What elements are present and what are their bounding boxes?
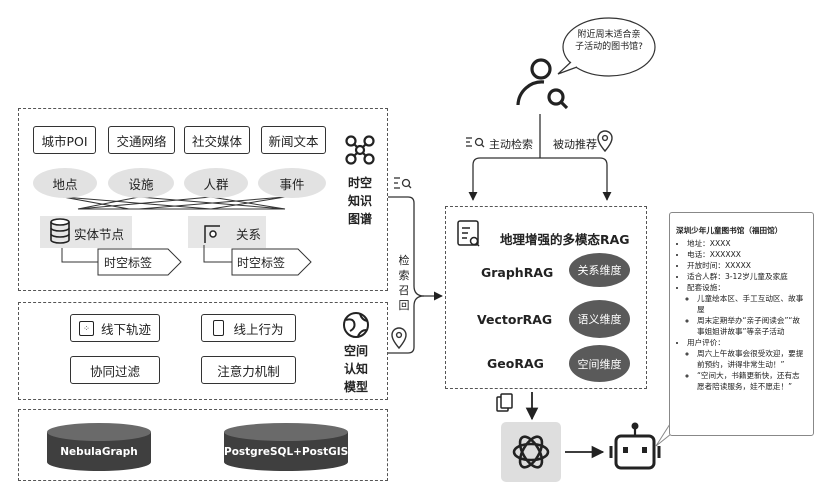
kg-panel bbox=[18, 108, 388, 291]
relation-label: 关系 bbox=[236, 227, 262, 242]
result-title: 深圳少年儿童图书馆（福田馆） bbox=[676, 226, 783, 235]
graphrag-label: GraphRAG bbox=[481, 265, 554, 280]
copy-icon bbox=[496, 393, 513, 412]
postgres-postgis-label: PostgreSQL+PostGIS bbox=[224, 446, 349, 458]
entity-facility: 设施 bbox=[108, 168, 174, 198]
entity-place: 地点 bbox=[33, 168, 97, 198]
globe-icon bbox=[343, 312, 369, 338]
semantic-dimension: 语义维度 bbox=[569, 300, 630, 338]
source-traffic-network: 交通网络 bbox=[108, 126, 175, 154]
phone-icon bbox=[213, 320, 225, 336]
search-list-icon-2 bbox=[394, 177, 412, 189]
document-search-icon bbox=[457, 220, 480, 247]
query-bubble-text: 附近周末适合亲子活动的图书馆? bbox=[575, 30, 643, 52]
robot-icon bbox=[609, 422, 661, 470]
network-icon bbox=[345, 135, 375, 165]
nebula-db-shape bbox=[47, 423, 151, 471]
result-audience: 适合人群：3-12岁儿童及家庭 bbox=[687, 271, 807, 282]
online-behavior: 线上行为 bbox=[201, 314, 296, 342]
result-phone: 电话：XXXXXX bbox=[687, 249, 807, 260]
source-city-poi: 城市POI bbox=[33, 126, 96, 154]
source-social-media: 社交媒体 bbox=[184, 126, 250, 154]
user-search-icon bbox=[516, 58, 569, 110]
map-icon: ⁘ bbox=[78, 320, 94, 336]
retrieve-recall-label: 检索召回 bbox=[398, 254, 410, 312]
entity-event: 事件 bbox=[258, 168, 326, 198]
spacetime-tag-shape-2 bbox=[231, 248, 312, 276]
kg-title: 时空知识图谱 bbox=[347, 176, 372, 226]
nebula-graph-label: NebulaGraph bbox=[60, 446, 138, 458]
georag-label: GeoRAG bbox=[487, 356, 544, 371]
llm-box bbox=[501, 422, 561, 482]
cognition-title: 空间认知模型 bbox=[343, 344, 368, 394]
review-item: 周六上午故事会很受欢迎，要提前预约，讲得非常生动！” bbox=[697, 348, 807, 370]
cognition-panel bbox=[18, 302, 388, 400]
review-item: “空间大，书籍更新快，还有志愿者陪读服务，娃不愿走！” bbox=[697, 370, 807, 392]
result-facilities: 配套设施： 儿童绘本区、手工互动区、故事屋 周末定期举办“亲子阅读会”“故事姐姐… bbox=[687, 282, 807, 337]
spacetime-tag-2: 时空标签 bbox=[237, 256, 286, 270]
spatial-dimension: 空间维度 bbox=[569, 345, 630, 382]
spacetime-tag-shape-1 bbox=[97, 248, 182, 276]
entity-node-label: 实体节点 bbox=[74, 227, 125, 242]
result-card: 深圳少年儿童图书馆（福田馆） 地址：XXXX 电话：XXXXXX 开放时间：XX… bbox=[669, 212, 814, 436]
attention-mechanism: 注意力机制 bbox=[201, 356, 296, 384]
location-pin-icon-2 bbox=[391, 327, 407, 350]
result-hours: 开放时间：XXXXX bbox=[687, 260, 807, 271]
result-address: 地址：XXXX bbox=[687, 238, 807, 249]
postgres-db-shape bbox=[224, 423, 348, 471]
vectorrag-label: VectorRAG bbox=[477, 312, 553, 327]
active-search-label: 主动检索 bbox=[489, 138, 533, 151]
kg-relation-lines bbox=[62, 196, 286, 210]
entity-crowd: 人群 bbox=[184, 168, 248, 198]
source-news-text: 新闻文本 bbox=[261, 126, 326, 154]
collaborative-filtering: 协同过滤 bbox=[70, 356, 160, 384]
passive-recommend-label: 被动推荐 bbox=[553, 138, 597, 151]
facility-item: 周末定期举办“亲子阅读会”“故事姐姐讲故事”等亲子活动 bbox=[697, 315, 807, 337]
relation-dimension: 关系维度 bbox=[569, 253, 630, 287]
offline-trajectory: ⁘ 线下轨迹 bbox=[70, 314, 160, 342]
speech-bubble-shape bbox=[557, 17, 656, 77]
search-list-icon bbox=[466, 137, 485, 148]
facility-item: 儿童绘本区、手工互动区、故事屋 bbox=[697, 293, 807, 315]
rag-panel bbox=[445, 206, 647, 389]
spacetime-tag-1: 时空标签 bbox=[104, 256, 153, 270]
result-reviews: 用户评价： 周六上午故事会很受欢迎，要提前预约，讲得非常生动！” “空间大，书籍… bbox=[687, 337, 807, 392]
database-panel bbox=[18, 409, 388, 481]
location-pin-icon bbox=[597, 130, 613, 153]
rag-title: 地理增强的多模态RAG bbox=[500, 232, 630, 247]
openai-logo-icon bbox=[512, 435, 550, 469]
